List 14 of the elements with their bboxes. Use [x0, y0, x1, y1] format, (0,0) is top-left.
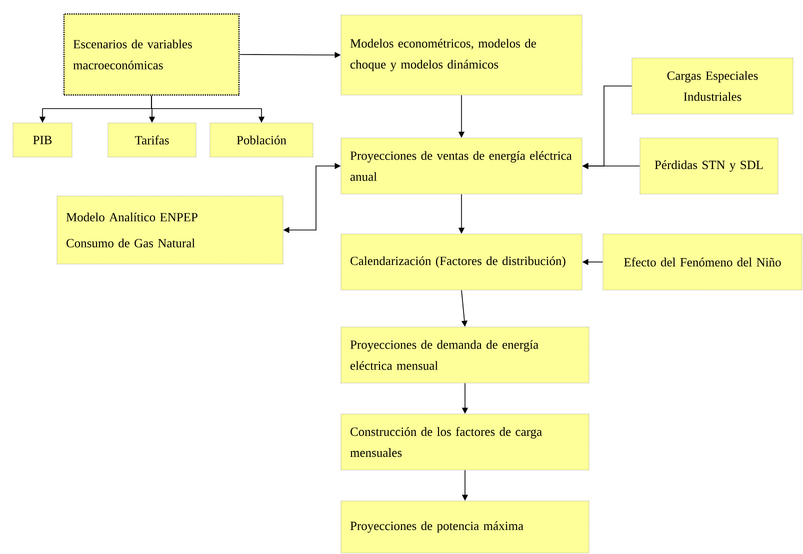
- process-box: Efecto del Fenómeno del Niño: [602, 234, 802, 290]
- process-box: Cargas Especiales Industriales: [632, 58, 794, 114]
- process-box: Tarifas: [108, 122, 196, 158]
- process-box: Proyecciones de ventas de energía eléctrica anual: [340, 138, 582, 194]
- process-box: Proyecciones de demanda de energía eléctrica mensual: [340, 326, 590, 384]
- process-box: Modelos econométricos, modelos de choque y modelos dinámicos: [340, 14, 582, 96]
- process-box: Construcción de los factores de carga mensuales: [340, 414, 590, 470]
- process-box: Escenarios de variables macroeconómicas: [63, 13, 240, 96]
- process-box: Proyecciones de potencia máxima: [340, 500, 590, 554]
- process-box: Pérdidas STN y SDL: [640, 138, 778, 194]
- process-box: Modelo Analítico ENPEP Consumo de Gas Natural: [56, 196, 284, 264]
- process-box: Calendarización (Factores de distribución): [340, 234, 582, 290]
- process-box: Población: [210, 122, 314, 158]
- process-box: PIB: [12, 122, 72, 158]
